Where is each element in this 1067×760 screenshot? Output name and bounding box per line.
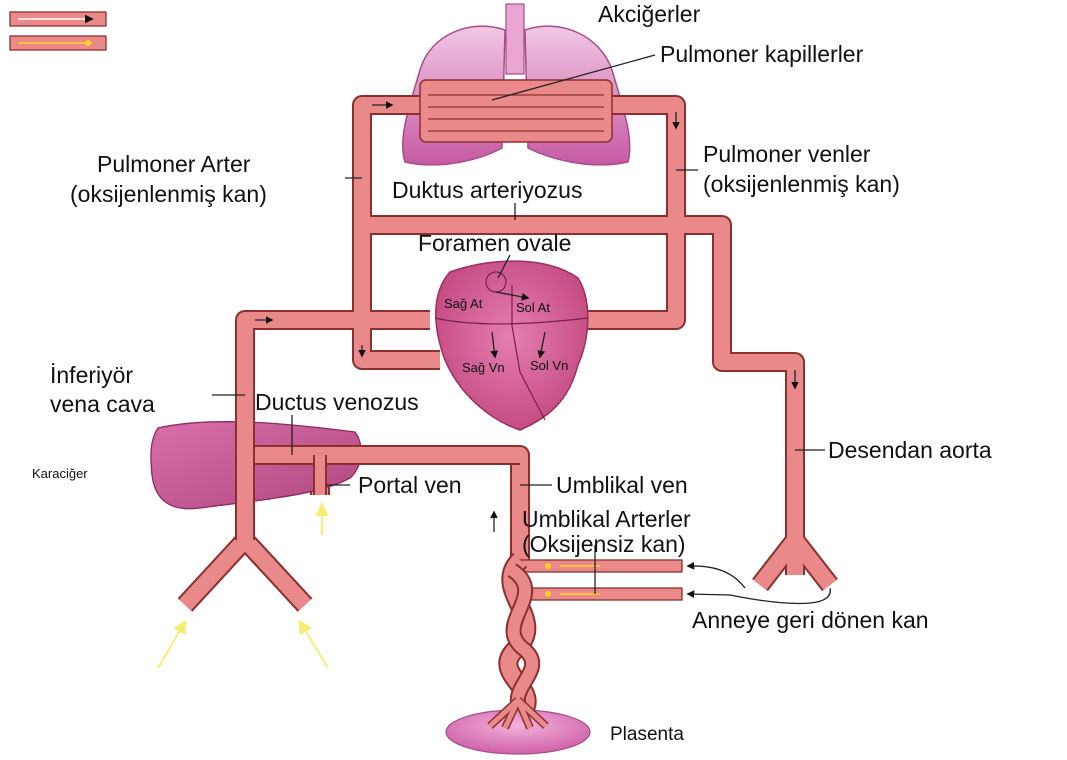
pulmonary-artery-label-line1: Pulmoner Arter <box>97 151 251 177</box>
trachea <box>506 4 524 74</box>
placenta <box>446 700 590 754</box>
return-arrow-2 <box>688 588 830 604</box>
lungs-label: Akciğerler <box>598 1 701 27</box>
right-ventricle-label: Sağ Vn <box>462 360 505 375</box>
ductus-venosus-label: Ductus venozus <box>255 389 419 415</box>
right-atrium-label: Sağ At <box>444 296 483 311</box>
inner-ductus <box>580 225 676 320</box>
liver <box>151 422 361 509</box>
descending-aorta-label: Desendan aorta <box>828 437 992 463</box>
pulmonary-artery-label-line2: (oksijenlenmiş kan) <box>70 181 267 207</box>
heart <box>435 261 588 430</box>
placenta-label: Plasenta <box>610 724 684 745</box>
ivc-label-line2: vena cava <box>50 391 155 417</box>
umbilical-arteries-label-line2: (Oksijensiz kan) <box>522 531 686 557</box>
oxygenated-flow-legend <box>10 12 106 26</box>
pulmonary-capillaries-label: Pulmoner kapillerler <box>660 41 864 67</box>
umbilical-vein-label: Umblikal ven <box>556 472 688 498</box>
yellow-arrow-leg-1 <box>158 622 185 668</box>
ivc-label-line1: İnferiyör <box>50 362 133 388</box>
left-ventricle-label: Sol Vn <box>530 358 568 373</box>
yellow-arrow-leg-2 <box>300 622 328 668</box>
left-atrium-label: Sol At <box>516 300 550 315</box>
return-arrow-1 <box>688 566 745 588</box>
pulmonary-capillaries <box>420 80 612 142</box>
ductus-arteriosus-label: Duktus arteriyozus <box>392 177 582 203</box>
portal-vein-label: Portal ven <box>358 472 462 498</box>
foramen-ovale-label: Foramen ovale <box>418 230 571 256</box>
pulmonary-veins-label-line2: (oksijenlenmiş kan) <box>703 171 900 197</box>
umbilical-arteries-label-line1: Umblikal Arterler <box>522 506 691 532</box>
legend <box>10 12 106 50</box>
deoxygenated-flow-legend <box>10 36 106 50</box>
liver-label: Karaciğer <box>32 466 88 481</box>
umbilical-arteries <box>512 560 682 600</box>
returning-to-mother-label: Anneye geri dönen kan <box>692 607 929 633</box>
umbilical-cord <box>508 560 532 715</box>
pulmonary-veins-label-line1: Pulmoner venler <box>703 141 871 167</box>
